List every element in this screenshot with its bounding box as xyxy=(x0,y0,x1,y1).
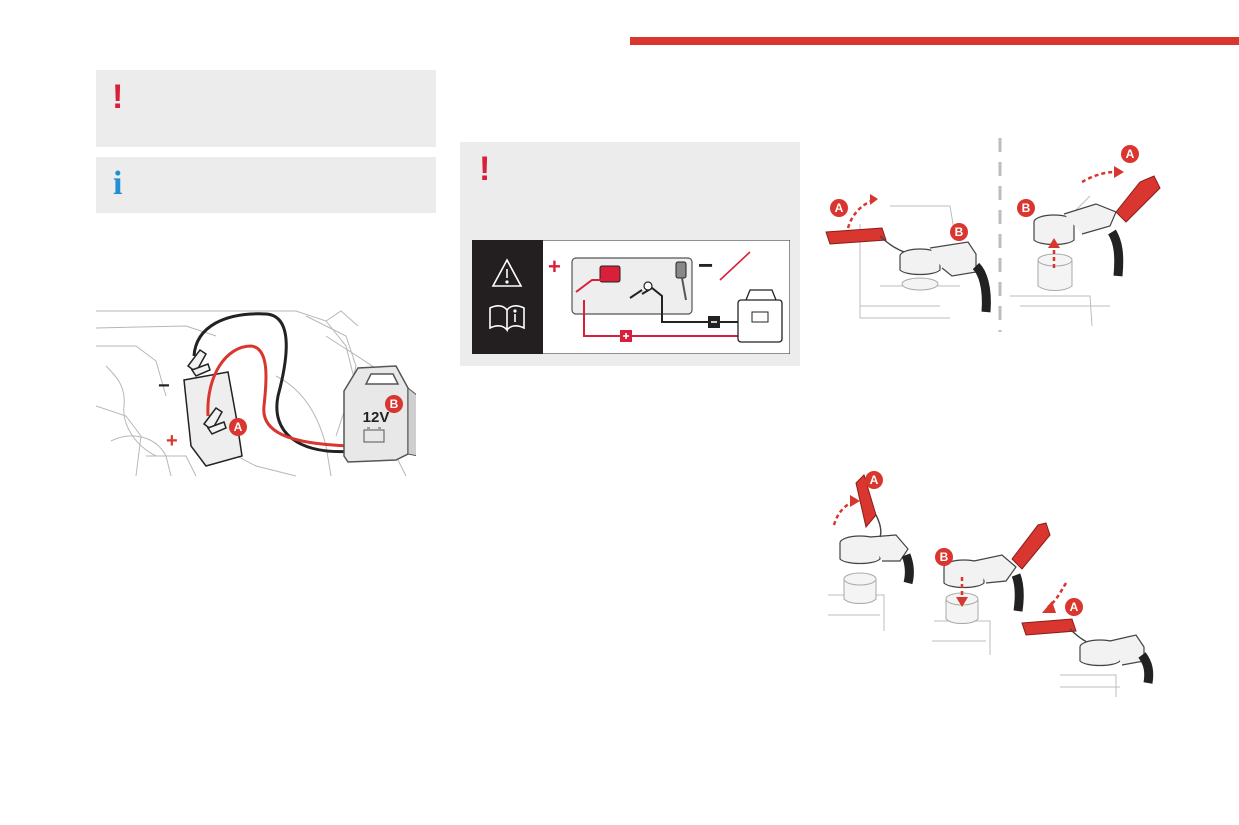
plus-sign: + xyxy=(548,254,561,279)
exclamation-icon: ! xyxy=(479,150,491,188)
callout-a-right: A xyxy=(1121,145,1139,163)
svg-text:A: A xyxy=(870,473,879,487)
callout-b-right: B xyxy=(1017,199,1035,217)
svg-text:A: A xyxy=(835,201,844,215)
exclamation-icon: ! xyxy=(112,78,124,116)
red-cable xyxy=(206,344,362,448)
callout-a-left: A xyxy=(830,199,848,217)
charger-icon xyxy=(737,289,783,343)
terminal-open-illustration: A B B A xyxy=(825,138,1161,332)
callout-a-step1: A xyxy=(865,471,883,489)
callout-b-step2: B xyxy=(935,548,953,566)
svg-text:B: B xyxy=(940,550,949,564)
red-slash xyxy=(719,251,751,281)
warning-triangle-icon xyxy=(491,258,523,287)
svg-text:A: A xyxy=(1126,147,1135,161)
callout-b: B xyxy=(385,395,403,413)
plus-sign: + xyxy=(166,430,178,452)
svg-text:B: B xyxy=(1022,201,1031,215)
black-cable xyxy=(192,312,362,454)
jump-start-illustration: − + 12V A B xyxy=(96,310,416,477)
positive-terminal xyxy=(599,265,621,283)
minus-sign: − xyxy=(158,375,170,397)
cable-black xyxy=(972,262,991,313)
terminal-close-illustration: A B A xyxy=(828,471,1154,697)
svg-text:B: B xyxy=(390,397,399,411)
red-lead xyxy=(583,300,742,337)
negative-terminal xyxy=(675,261,687,279)
clamps xyxy=(186,348,227,435)
pictogram-dark-panel xyxy=(472,240,543,354)
terminal-cover-red xyxy=(825,227,887,245)
warning-box: ! xyxy=(96,70,436,147)
manual-info-icon xyxy=(489,305,525,333)
header-accent-bar xyxy=(630,37,1239,45)
callout-a-step3: A xyxy=(1065,598,1083,616)
warning-box-pictogram: ! + − xyxy=(460,142,800,366)
svg-text:A: A xyxy=(234,420,243,434)
terminal-cover-red-open xyxy=(1115,175,1161,223)
booster-battery: 12V xyxy=(343,365,416,463)
booster-voltage-label: 12V xyxy=(363,409,390,426)
minus-sign: − xyxy=(698,250,713,280)
battery-label-pictogram: + − xyxy=(472,240,790,354)
callout-a: A xyxy=(229,418,247,436)
battery-drawing xyxy=(571,257,693,315)
svg-text:A: A xyxy=(1070,600,1079,614)
callout-b-left: B xyxy=(950,223,968,241)
info-box: i xyxy=(96,157,436,213)
svg-text:B: B xyxy=(955,225,964,239)
info-icon: i xyxy=(113,165,123,202)
